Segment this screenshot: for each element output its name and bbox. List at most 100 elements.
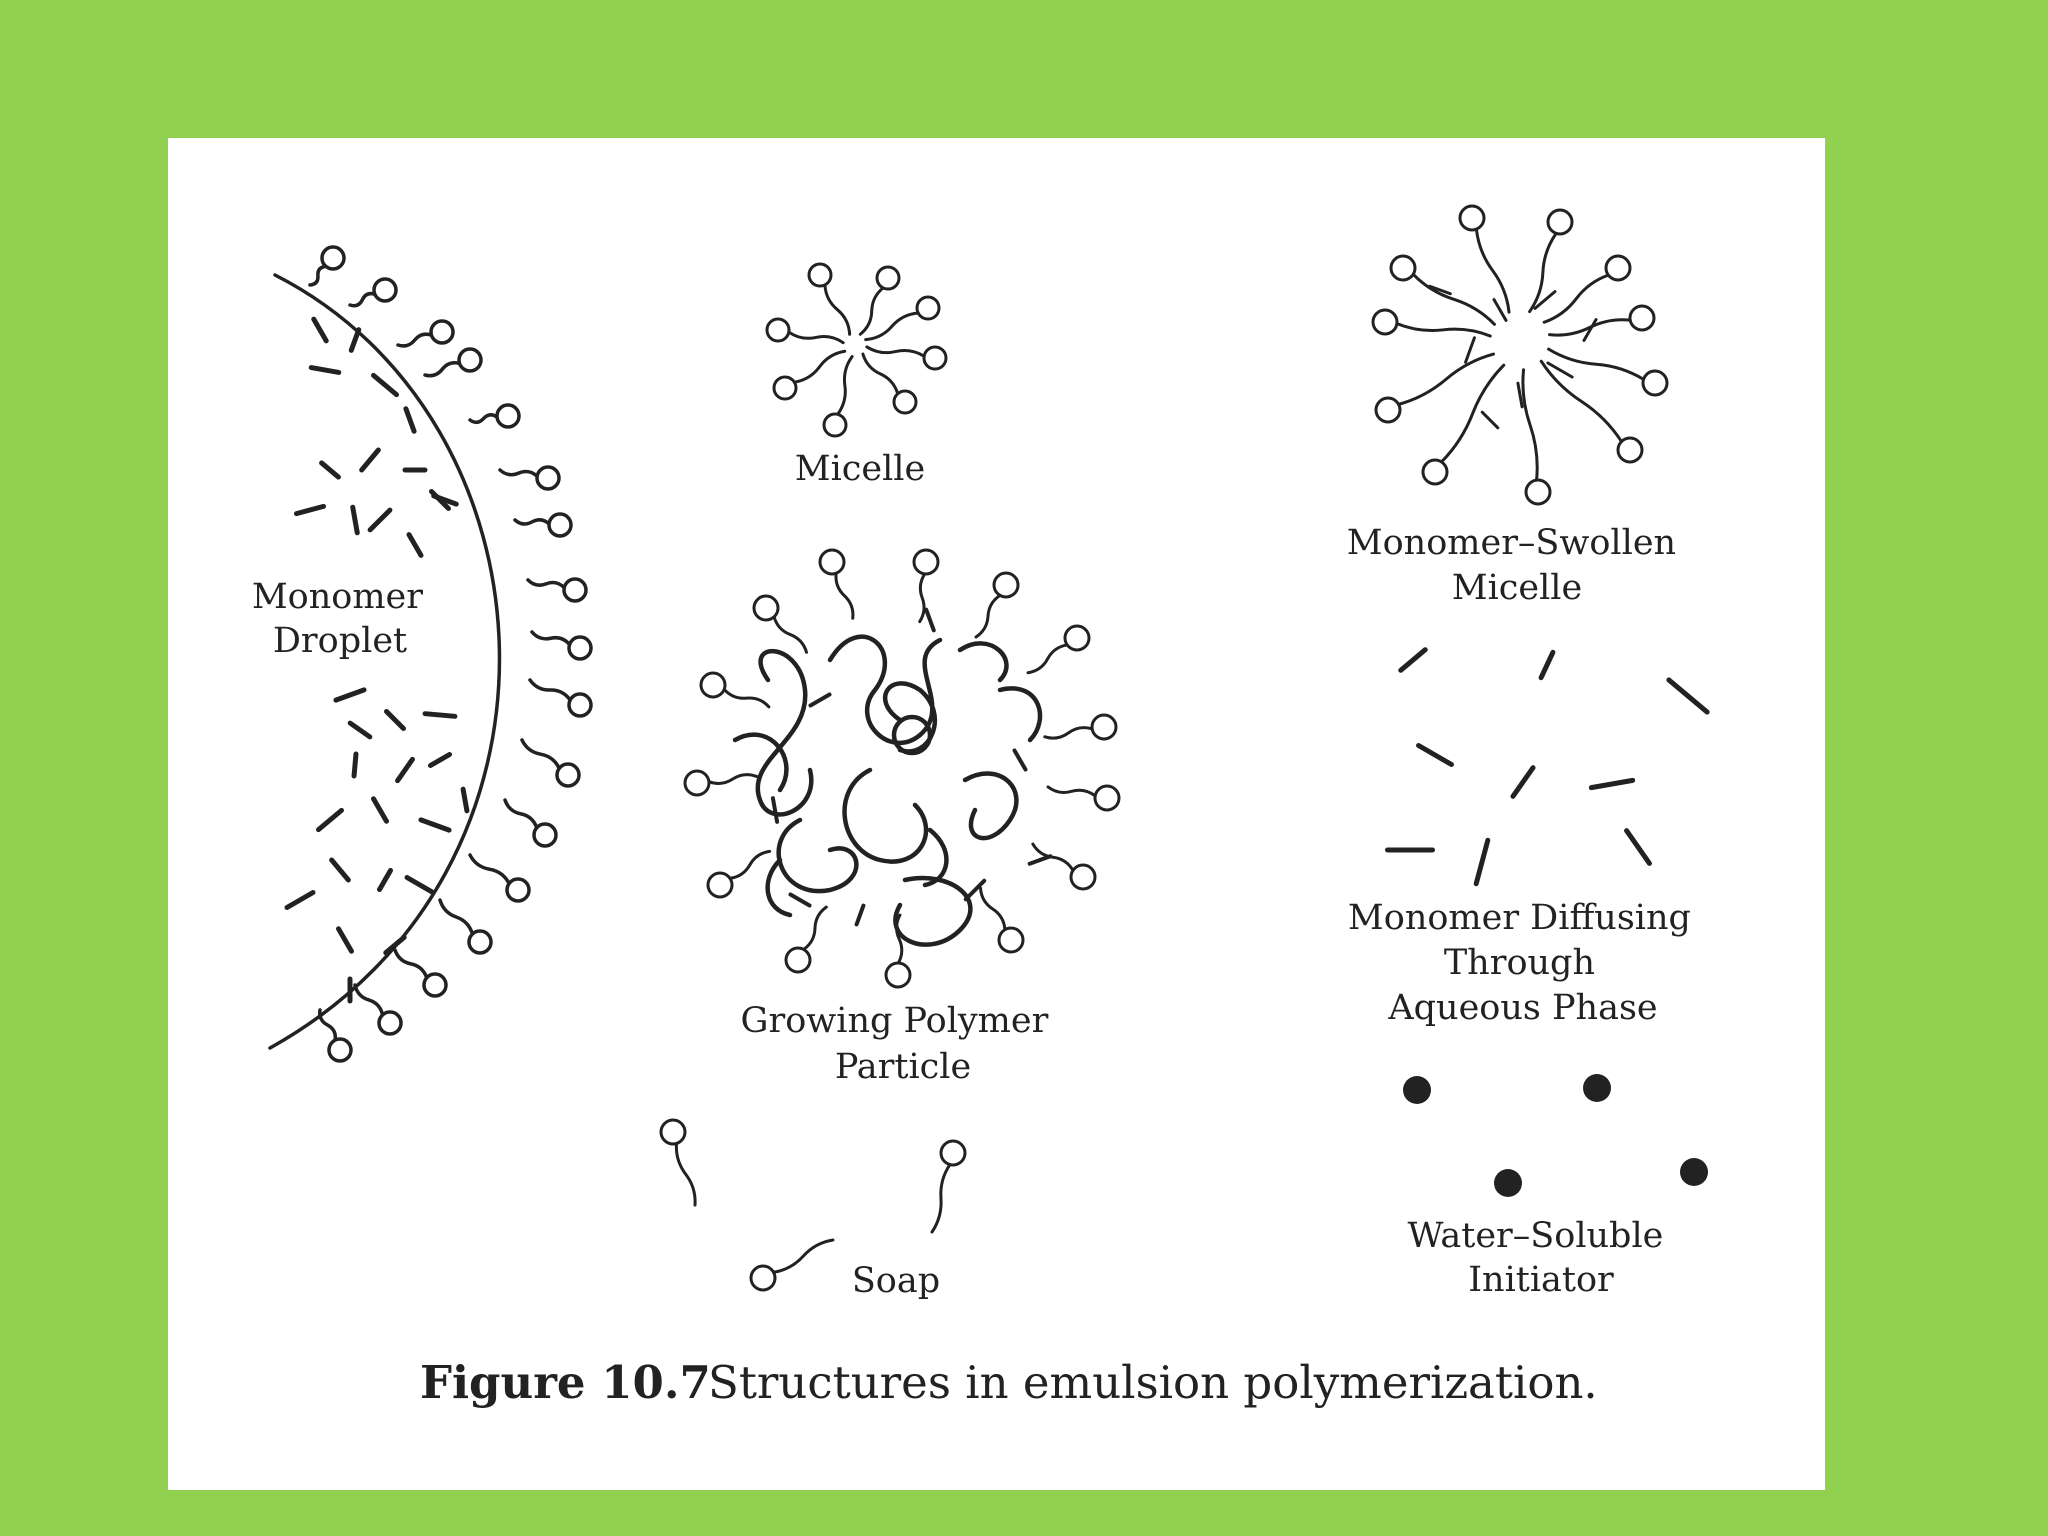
soap-tail <box>393 948 429 980</box>
soap-tail <box>503 798 539 830</box>
soap-molecule <box>1031 842 1097 891</box>
soap-head <box>997 926 1025 954</box>
soap-head <box>1374 396 1402 424</box>
monomer-dash <box>854 903 866 927</box>
monomer-dash <box>404 875 436 895</box>
monomer-droplet <box>268 245 593 1063</box>
soap-tail <box>772 615 808 654</box>
soap-tail <box>1521 368 1539 482</box>
soap-head <box>555 762 581 788</box>
monomer-dash <box>336 926 354 954</box>
soap-head <box>659 1118 687 1146</box>
soap-head <box>1090 713 1118 741</box>
label-monomer-diffusing: Monomer Diffusing Through Aqueous Phase <box>1348 898 1702 1028</box>
soap-head <box>915 295 941 321</box>
soap-molecule <box>348 277 398 308</box>
monomer-dash <box>384 709 406 731</box>
diffusing-monomer-dash <box>1666 677 1710 715</box>
monomer-dash <box>431 493 459 507</box>
soap-head <box>535 465 561 491</box>
soap-tail <box>895 913 904 965</box>
soap-tail <box>864 311 920 342</box>
diffusing-monomer-dash <box>1510 765 1536 799</box>
soap-tail <box>438 898 475 936</box>
monomer-dash <box>395 756 415 784</box>
initiator-dots <box>1403 1074 1708 1197</box>
soap-tail <box>353 983 385 1017</box>
soap-molecule <box>912 548 940 624</box>
soap-tail <box>674 1141 697 1207</box>
soap-molecule <box>784 905 828 974</box>
soap-molecule <box>979 886 1025 954</box>
soap-molecule <box>699 671 771 709</box>
soap-tail <box>1026 643 1069 675</box>
soap-head <box>457 347 483 373</box>
label-water-soluble-initiator: Water–Soluble Initiator <box>1407 1216 1674 1300</box>
soap-molecule <box>864 295 941 342</box>
soap-head <box>765 317 791 343</box>
soap-head <box>706 871 734 899</box>
soap-head <box>784 946 812 974</box>
swollen-monomer-dash <box>1516 381 1524 409</box>
soap-tail <box>423 361 462 378</box>
soap-head <box>683 769 711 797</box>
soap-tail <box>1542 273 1610 324</box>
monomer-dash <box>293 503 327 517</box>
soap-tail <box>1043 726 1094 740</box>
soap-molecule <box>822 355 854 438</box>
diffusing-monomer-dash <box>1588 777 1636 791</box>
monomer-dash <box>367 507 393 533</box>
soap-molecule <box>1547 347 1669 397</box>
soap-head <box>884 961 912 989</box>
soap-head <box>505 877 531 903</box>
soap-tail <box>707 773 759 785</box>
soap-tail <box>530 630 572 647</box>
soap-molecule <box>520 738 581 788</box>
initiator-dot <box>1583 1074 1611 1102</box>
soap-molecule <box>438 898 493 955</box>
monomer-dash <box>924 607 936 633</box>
monomer-dash <box>347 720 373 740</box>
monomer-dash <box>403 406 417 434</box>
soap-tail <box>861 352 900 396</box>
monomer-dash <box>377 867 393 893</box>
diffusing-monomer-dash <box>1416 743 1454 767</box>
soap-tail <box>1440 363 1506 464</box>
monomer-dash <box>371 796 389 824</box>
soap-tail <box>1528 231 1558 314</box>
soap-head <box>818 548 846 576</box>
soap-head <box>547 512 573 538</box>
soap-molecule <box>530 630 593 661</box>
soap-tail <box>858 286 885 336</box>
initiator-dot <box>1403 1076 1431 1104</box>
particle-soap-molecules <box>683 548 1121 989</box>
monomer-dash <box>350 504 360 536</box>
monomer-dash <box>406 532 424 558</box>
soap-molecule <box>1371 308 1492 338</box>
soap-tail <box>520 738 561 771</box>
soap-head <box>892 389 918 415</box>
soap-molecule <box>683 769 759 797</box>
soap-tail <box>1395 322 1492 338</box>
soap-tail <box>308 264 328 287</box>
soap-tail <box>722 687 771 709</box>
soap-head <box>1371 308 1399 336</box>
soap-head <box>467 929 493 955</box>
soap-head <box>1389 254 1417 282</box>
label-micelle: Micelle <box>795 449 925 489</box>
soap-molecule <box>1026 624 1091 675</box>
soap-tail <box>802 905 828 951</box>
soap-molecule <box>706 849 772 899</box>
soap-head <box>320 245 346 271</box>
soap-head <box>327 1037 353 1063</box>
soap-head <box>1063 624 1091 652</box>
soap-head <box>562 577 588 603</box>
soap-molecule <box>503 798 558 848</box>
soap-tail <box>930 1163 952 1234</box>
soap-molecule <box>526 577 588 603</box>
soap-tail <box>918 572 927 624</box>
soap-molecule <box>498 465 561 491</box>
polymer-chain <box>732 634 1043 947</box>
monomer-dash <box>333 687 367 703</box>
monomer-dash <box>348 327 362 353</box>
